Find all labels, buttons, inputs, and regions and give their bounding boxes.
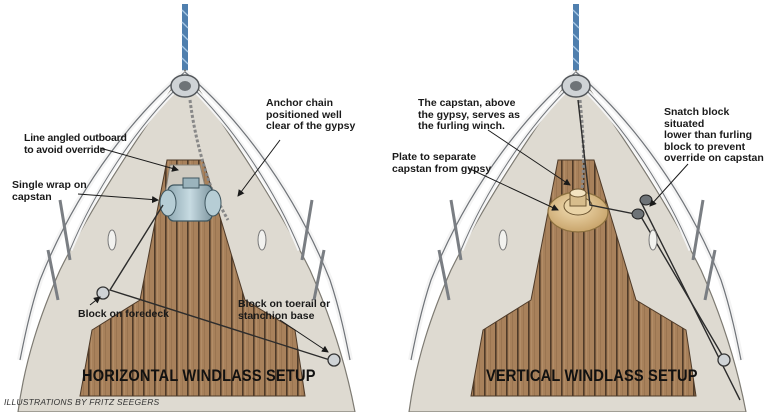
foredeck-block: [96, 286, 110, 300]
callout-single-wrap: Single wrap on capstan: [12, 179, 87, 203]
right-callout-leaders: [467, 129, 689, 211]
callout-plate: Plate to separate capstan from gypsy: [392, 151, 492, 175]
teak-deck-right: [470, 159, 697, 397]
furling-line-right: [577, 99, 726, 361]
snatch-block: [639, 194, 653, 206]
callout-snatch-block: Snatch block situated lower than furling…: [664, 106, 764, 164]
left-callout-leaders: [77, 139, 329, 353]
callout-block-foredeck: Block on foredeck: [78, 308, 170, 320]
forestay-strands: [181, 9, 189, 65]
callout-capstan-above: The capstan, above the gypsy, serves as …: [418, 97, 520, 132]
furling-block: [631, 208, 645, 220]
right-panel-bow: [408, 4, 747, 413]
illustration-credit: ILLUSTRATIONS BY FRITZ SEEGERS: [4, 397, 160, 407]
callout-block-toerail: Block on toerail or stanchion base: [238, 298, 331, 322]
right-panel-title: VERTICAL WINDLASS SETUP: [486, 366, 698, 385]
toerail-block: [327, 353, 341, 367]
furling-line: [108, 204, 331, 361]
callout-line-angled: Line angled outboard to avoid override: [24, 132, 127, 156]
left-panel-bow: [17, 4, 356, 413]
forestay: [182, 4, 188, 86]
callout-anchor-chain: Anchor chain positioned well clear of th…: [266, 97, 356, 132]
horizontal-windlass: [159, 177, 222, 222]
left-panel-title: HORIZONTAL WINDLASS SETUP: [82, 366, 316, 385]
forestay-right: [573, 4, 579, 86]
stanchions: [46, 199, 326, 301]
